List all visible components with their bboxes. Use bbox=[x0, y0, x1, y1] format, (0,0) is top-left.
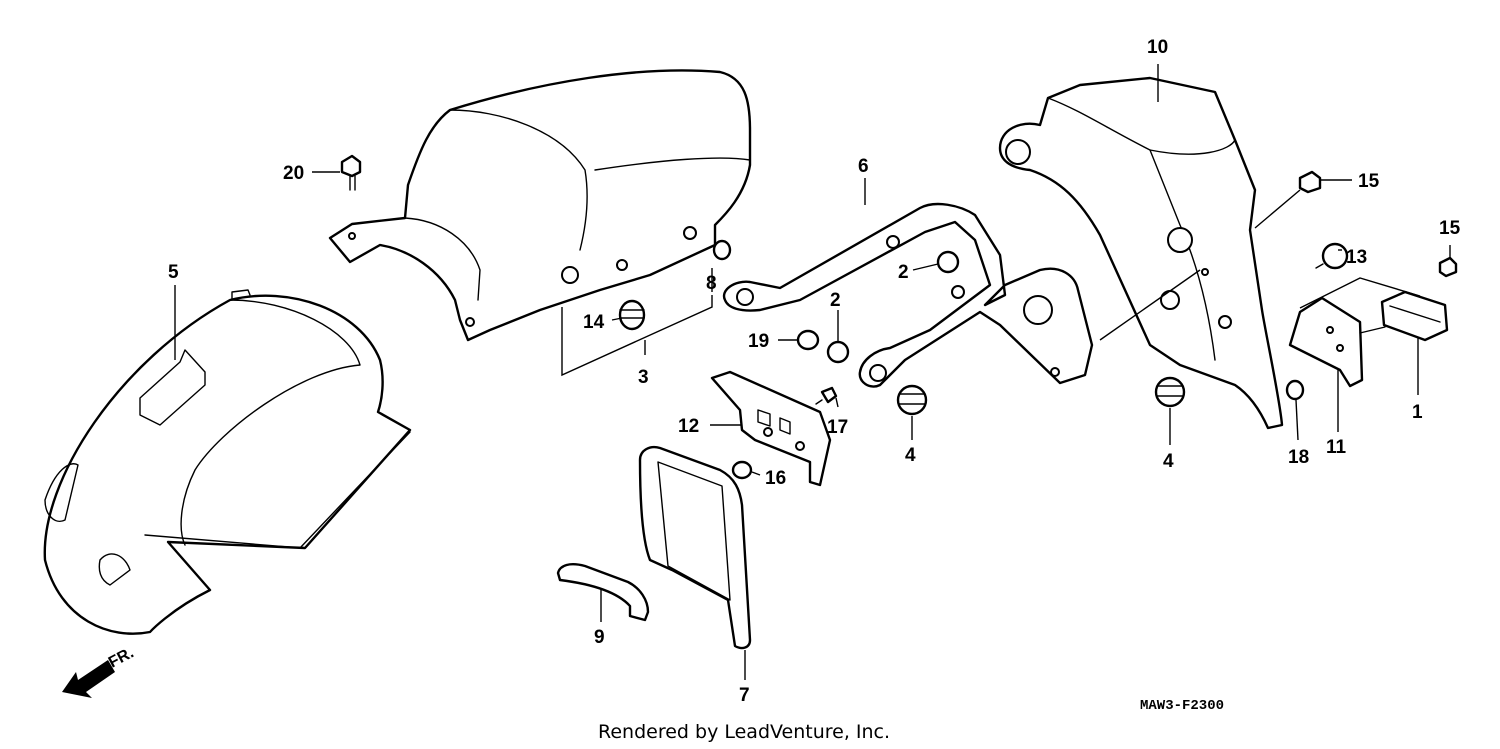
plate-holder-part bbox=[1288, 296, 1364, 388]
reflector-part bbox=[1359, 290, 1449, 342]
callout-15b: 15 bbox=[1439, 218, 1461, 239]
callout-18: 18 bbox=[1288, 447, 1309, 468]
callout-8: 8 bbox=[706, 273, 717, 294]
callout-17: 17 bbox=[827, 417, 848, 438]
callout-4b: 4 bbox=[1163, 451, 1174, 472]
callout-15a: 15 bbox=[1358, 171, 1380, 192]
callout-12: 12 bbox=[678, 416, 699, 437]
callout-4a: 4 bbox=[905, 445, 916, 466]
hardware-parts bbox=[340, 154, 1458, 480]
callout-2a: 2 bbox=[898, 262, 909, 283]
upper-fender-part bbox=[328, 69, 752, 342]
callout-2b: 2 bbox=[830, 290, 841, 311]
rear-fender-part bbox=[43, 289, 412, 635]
grab-bracket-part bbox=[722, 202, 1094, 388]
callout-3: 3 bbox=[638, 367, 649, 388]
diagram-code: MAW3-F2300 bbox=[1140, 698, 1224, 714]
credit-line: Rendered by LeadVenture, Inc. bbox=[598, 721, 890, 743]
license-frame-part bbox=[638, 446, 752, 650]
callout-20: 20 bbox=[283, 163, 304, 184]
callout-19: 19 bbox=[748, 331, 769, 352]
callout-6: 6 bbox=[858, 156, 869, 177]
callout-numbers: 1 2 2 3 4 4 5 6 7 8 9 10 11 12 13 14 15 … bbox=[168, 37, 1461, 706]
callout-10: 10 bbox=[1147, 37, 1168, 58]
callout-5: 5 bbox=[168, 262, 179, 283]
callout-1: 1 bbox=[1412, 402, 1423, 423]
callout-16: 16 bbox=[765, 468, 786, 489]
callout-9: 9 bbox=[594, 627, 605, 648]
callout-7: 7 bbox=[739, 685, 750, 706]
reflector-strip-part bbox=[556, 563, 650, 622]
callout-13: 13 bbox=[1346, 247, 1367, 268]
leader-lines bbox=[174, 64, 1451, 680]
callout-11: 11 bbox=[1326, 437, 1347, 458]
callout-14: 14 bbox=[583, 312, 605, 333]
frame-cover-part bbox=[998, 76, 1284, 430]
front-direction-arrow-icon: FR. bbox=[62, 644, 137, 698]
license-bracket-part bbox=[710, 370, 832, 487]
